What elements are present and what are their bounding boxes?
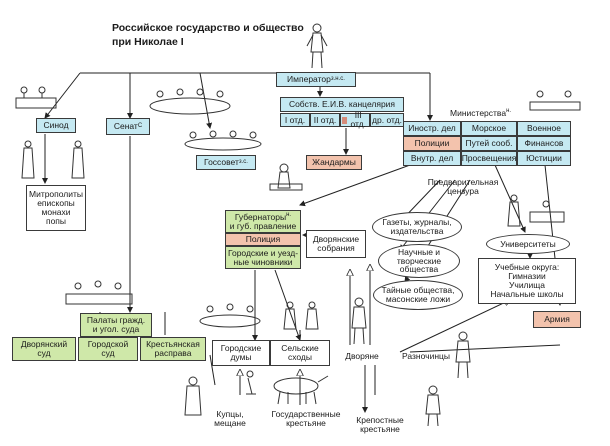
- senate-meeting-figure: [149, 88, 231, 115]
- noble-court-box: Дворянский суд: [12, 337, 76, 361]
- plowing-peasant-figure: [246, 370, 329, 405]
- noble-figure: [351, 297, 367, 345]
- ministries-label: Министерстван.: [450, 107, 512, 118]
- secret-societies-oval: Тайные общества, масонские ложи: [373, 280, 463, 310]
- ministry-justice: Юстиции: [517, 151, 571, 166]
- city-court-box: Городской суд: [78, 337, 138, 361]
- serfs-label: Крепостные крестьяне: [356, 415, 404, 435]
- raznochinets-figure: [455, 331, 471, 379]
- city-officials-box: Городские и уезд- ные чиновники: [225, 246, 301, 269]
- school-districts-box: Учебные округа: Гимназии Училища Начальн…: [478, 258, 576, 304]
- governors-box: Губернаторын. и губ. правление: [225, 210, 301, 233]
- state-peasants-label: Государственные крестьяне: [271, 409, 341, 429]
- universities-oval: Университеты: [486, 234, 570, 254]
- diagram-title: Российское государство и общество при Ни…: [112, 22, 304, 48]
- chambers-meeting-figure: [65, 280, 133, 305]
- chancery-dept-3: III отд.: [340, 111, 370, 128]
- merchants-label: Купцы, мещане: [214, 409, 246, 429]
- newspapers-oval: Газеты, журналы, издательства: [372, 212, 462, 242]
- peasant-court-box: Крестьянская расправа: [140, 337, 206, 361]
- chancery-dept-1: I отд.: [280, 113, 310, 127]
- synod-meeting-figure: [15, 86, 57, 109]
- ministry-interior: Внутр. дел: [403, 151, 461, 166]
- synod-box: Синод: [36, 118, 76, 133]
- emperor-label: Император: [287, 74, 331, 85]
- scientific-societies-oval: Научные и творческие общества: [378, 244, 460, 278]
- ministry-foreign: Иностр. дел: [403, 121, 461, 136]
- serf-figure: [425, 385, 441, 427]
- police-box: Полиция: [225, 233, 301, 246]
- city-dumas-box: Городские думы: [212, 340, 270, 366]
- chancery-dept-2: II отд.: [310, 113, 340, 127]
- clergy-box: Митрополиты епископы монахи попы: [26, 185, 86, 231]
- ministry-war: Военное: [517, 121, 571, 136]
- official-at-desk-figure: [269, 163, 303, 191]
- ministry-finance: Финансов: [517, 136, 571, 151]
- army-box: Армия: [533, 311, 581, 328]
- emperor-note: з.н.с.: [330, 76, 345, 83]
- merchant-figure: [184, 376, 202, 416]
- chambers-box: Палаты гражд. и угол. суда: [80, 313, 152, 337]
- ministry-police: Полиции: [403, 136, 461, 151]
- duma-meeting-figure: [199, 301, 319, 330]
- ministry-navy: Морское: [461, 121, 517, 136]
- raznochintsy-label: Разночинцы: [402, 351, 450, 361]
- noble-assemblies-box: Дворянские собрания: [306, 230, 366, 258]
- gendarmes-box: Жандармы: [306, 155, 362, 170]
- chancery-dept-other: др. отд.: [370, 113, 404, 127]
- chancery-label: Собств. Е.И.В. канцелярия: [288, 99, 396, 110]
- ministers-meeting-figure: [529, 90, 581, 111]
- university-figures: [507, 194, 565, 227]
- emperor-figure: [306, 23, 328, 69]
- censorship-label: Предварительная цензура: [427, 177, 499, 197]
- ministry-education: Просвещения: [461, 151, 517, 166]
- nobles-label: Дворяне: [345, 351, 379, 361]
- rural-gatherings-box: Сельские сходы: [270, 340, 330, 366]
- ministry-communications: Путей сооб.: [461, 136, 517, 151]
- chancery-box: Собств. Е.И.В. канцелярия: [280, 97, 404, 112]
- clergy-figures: [21, 140, 85, 179]
- gossovet-meeting-figure: [184, 130, 262, 151]
